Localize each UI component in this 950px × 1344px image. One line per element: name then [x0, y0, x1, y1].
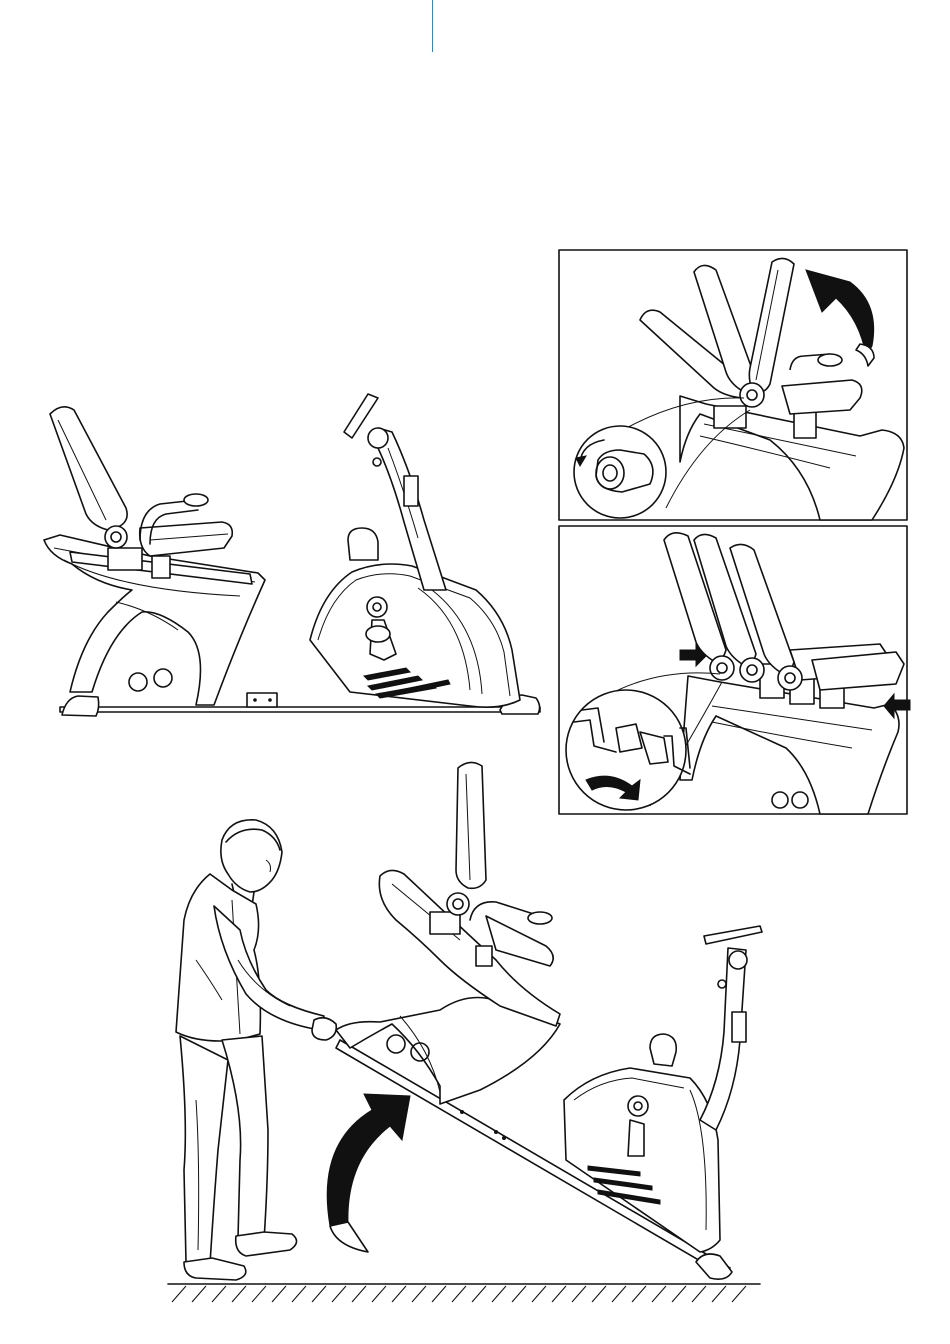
person-lifting-bike-illustration	[168, 762, 762, 1302]
person-figure	[176, 820, 336, 1280]
lift-arrow-icon	[327, 1094, 410, 1226]
floor-hatching	[172, 1286, 746, 1302]
tilted-bike	[336, 762, 762, 1279]
recumbent-bike-illustration	[44, 394, 540, 716]
backrest-knob-tilt-illustration	[559, 250, 907, 520]
seat-lever-slide-illustration	[559, 526, 910, 814]
